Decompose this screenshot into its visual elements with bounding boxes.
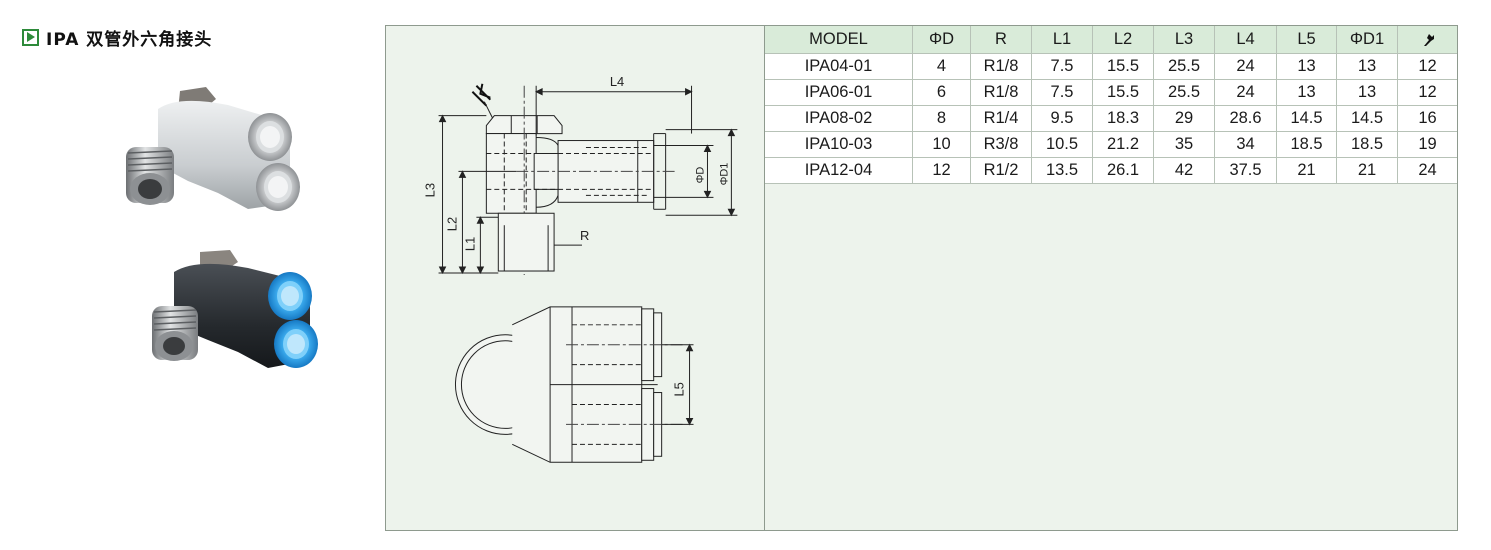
table-cell: 4 bbox=[912, 53, 971, 80]
table-cell: 13 bbox=[1336, 53, 1398, 80]
table-cell: 29 bbox=[1153, 105, 1215, 132]
table-cell: 26.1 bbox=[1092, 157, 1154, 184]
table-cell: R3/8 bbox=[970, 131, 1032, 158]
panel-divider bbox=[764, 26, 765, 530]
table-cell: R1/8 bbox=[970, 79, 1032, 106]
table-cell: 42 bbox=[1153, 157, 1215, 184]
table-cell: 18.5 bbox=[1276, 131, 1337, 158]
table-cell: 21.2 bbox=[1092, 131, 1154, 158]
table-cell: 12 bbox=[912, 157, 971, 184]
table-header-row: MODEL ΦD R L1 L2 L3 L4 L5 ΦD1 bbox=[765, 26, 1457, 54]
label-l1: L1 bbox=[462, 237, 477, 251]
gray-fitting-photo bbox=[126, 87, 300, 211]
label-l5: L5 bbox=[672, 382, 687, 396]
table-cell: 21 bbox=[1276, 157, 1337, 184]
title-text: IPA 双管外六角接头 bbox=[46, 29, 213, 50]
table-cell: 24 bbox=[1397, 157, 1457, 184]
table-cell: 25.5 bbox=[1153, 53, 1215, 80]
table-cell: 25.5 bbox=[1153, 79, 1215, 106]
section-title: IPA 双管外六角接头 bbox=[22, 26, 213, 50]
table-cell: 13.5 bbox=[1031, 157, 1093, 184]
table-cell: 13 bbox=[1276, 79, 1337, 106]
header-r: R bbox=[970, 26, 1032, 54]
model-cell: IPA04-01 bbox=[765, 53, 913, 80]
table-cell: 21 bbox=[1336, 157, 1398, 184]
table-cell: R1/4 bbox=[970, 105, 1032, 132]
table-cell: 37.5 bbox=[1214, 157, 1277, 184]
table-cell: 12 bbox=[1397, 53, 1457, 80]
table-cell: 14.5 bbox=[1336, 105, 1398, 132]
header-model: MODEL bbox=[765, 26, 913, 54]
table-cell: 16 bbox=[1397, 105, 1457, 132]
model-cell: IPA08-02 bbox=[765, 105, 913, 132]
model-cell: IPA10-03 bbox=[765, 131, 913, 158]
label-r: R bbox=[580, 228, 589, 243]
header-l3: L3 bbox=[1153, 26, 1215, 54]
label-l4: L4 bbox=[610, 74, 624, 89]
table-cell: 7.5 bbox=[1031, 53, 1093, 80]
table-cell: 10 bbox=[912, 131, 971, 158]
table-cell: 12 bbox=[1397, 79, 1457, 106]
black-fitting-photo bbox=[152, 250, 318, 368]
table-cell: 15.5 bbox=[1092, 53, 1154, 80]
header-phi-d: ΦD bbox=[912, 26, 971, 54]
table-cell: 24 bbox=[1214, 79, 1277, 106]
table-cell: 9.5 bbox=[1031, 105, 1093, 132]
header-l1: L1 bbox=[1031, 26, 1093, 54]
table-cell: 8 bbox=[912, 105, 971, 132]
table-cell: 13 bbox=[1276, 53, 1337, 80]
table-cell: 6 bbox=[912, 79, 971, 106]
table-cell: 10.5 bbox=[1031, 131, 1093, 158]
model-cell: IPA06-01 bbox=[765, 79, 913, 106]
table-cell: 14.5 bbox=[1276, 105, 1337, 132]
table-cell: R1/2 bbox=[970, 157, 1032, 184]
table-cell: R1/8 bbox=[970, 53, 1032, 80]
model-cell: IPA12-04 bbox=[765, 157, 913, 184]
table-cell: 24 bbox=[1214, 53, 1277, 80]
table-cell: 18.5 bbox=[1336, 131, 1398, 158]
table-cell: 7.5 bbox=[1031, 79, 1093, 106]
play-icon bbox=[22, 28, 39, 46]
table-cell: 13 bbox=[1336, 79, 1398, 106]
table-cell: 15.5 bbox=[1092, 79, 1154, 106]
spec-panel: L4 L3 L2 L1 ΦD ΦD1 R L5 MODEL ΦD R L1 L2… bbox=[385, 25, 1458, 531]
table-cell: 19 bbox=[1397, 131, 1457, 158]
label-phi-d1: ΦD1 bbox=[718, 163, 730, 186]
header-l5: L5 bbox=[1276, 26, 1337, 54]
header-l2: L2 bbox=[1092, 26, 1154, 54]
header-phi-d1: ΦD1 bbox=[1336, 26, 1398, 54]
header-l4: L4 bbox=[1214, 26, 1277, 54]
label-phi-d: ΦD bbox=[694, 167, 706, 184]
table-cell: 35 bbox=[1153, 131, 1215, 158]
table-cell: 18.3 bbox=[1092, 105, 1154, 132]
wrench-icon bbox=[1423, 33, 1434, 46]
label-l3: L3 bbox=[423, 183, 438, 197]
table-cell: 28.6 bbox=[1214, 105, 1277, 132]
technical-drawing: L4 L3 L2 L1 ΦD ΦD1 R L5 bbox=[423, 74, 738, 463]
header-wrench bbox=[1397, 26, 1457, 54]
table-cell: 34 bbox=[1214, 131, 1277, 158]
label-l2: L2 bbox=[444, 217, 459, 231]
